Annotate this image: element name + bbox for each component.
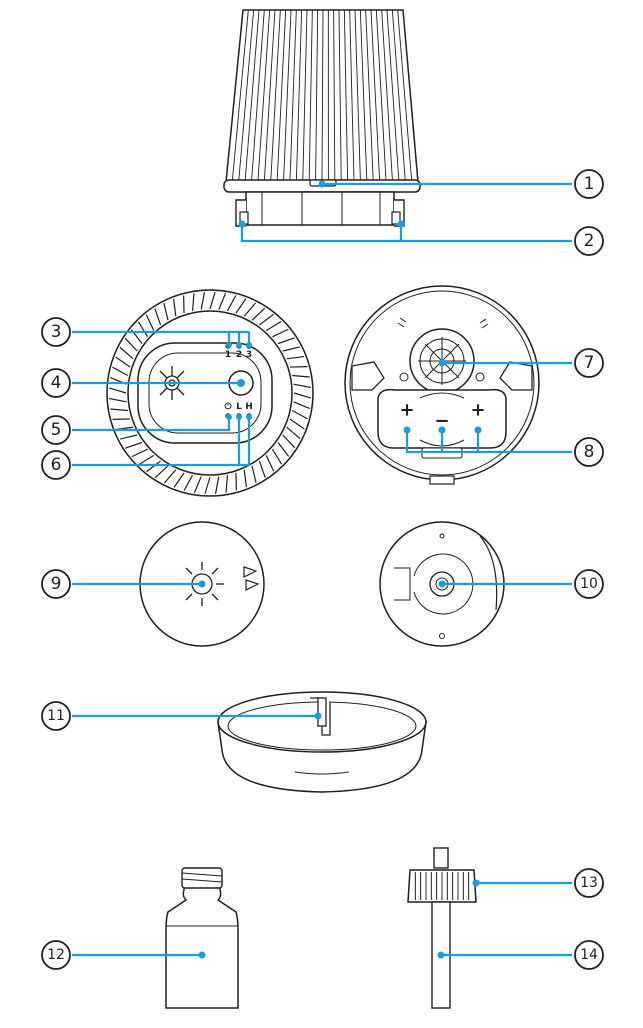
power-symbol-label: ⏻ (224, 401, 232, 412)
battery-compartment: + − + (345, 286, 539, 484)
callout-7-number: 7 (584, 353, 595, 373)
callout-12-number: 12 (47, 947, 65, 963)
callout-5-number: 5 (51, 420, 62, 440)
callout-9-number: 9 (51, 574, 62, 594)
callout-10: 10 (575, 570, 603, 598)
callout-2: 2 (575, 227, 603, 255)
callout-1-number: 1 (584, 174, 595, 194)
callout-4: 4 (42, 369, 70, 397)
callout-12: 12 (42, 941, 70, 969)
wick-assembly (408, 848, 476, 1008)
callout-4-number: 4 (51, 373, 62, 393)
battery-positive-left: + (399, 400, 414, 421)
high-label: H (245, 402, 253, 412)
callout-8-number: 8 (584, 442, 595, 462)
callout-6: 6 (42, 451, 70, 479)
callout-13: 13 (575, 869, 603, 897)
oil-bottle (166, 868, 238, 1008)
callout-10-number: 10 (580, 576, 598, 592)
callout-7: 7 (575, 349, 603, 377)
lamp-shade (224, 10, 420, 192)
callout-9: 9 (42, 570, 70, 598)
callout-11: 11 (42, 702, 70, 730)
battery-positive-right: + (470, 400, 485, 421)
callout-13-number: 13 (580, 875, 598, 891)
callout-6-number: 6 (51, 455, 62, 475)
callout-3-number: 3 (51, 322, 62, 342)
shade-base (236, 192, 404, 226)
low-label: L (236, 402, 242, 412)
level-3-label: 3 (246, 350, 252, 360)
callout-11-number: 11 (47, 708, 65, 724)
callout-5: 5 (42, 416, 70, 444)
callout-14: 14 (575, 941, 603, 969)
callout-3: 3 (42, 318, 70, 346)
callout-14-number: 14 (580, 947, 598, 963)
water-tray (218, 692, 426, 792)
callout-2-number: 2 (584, 231, 595, 251)
callout-8: 8 (575, 438, 603, 466)
level-1-label: 1 (225, 350, 231, 360)
callout-1: 1 (575, 170, 603, 198)
level-2-label: 2 (236, 350, 242, 360)
